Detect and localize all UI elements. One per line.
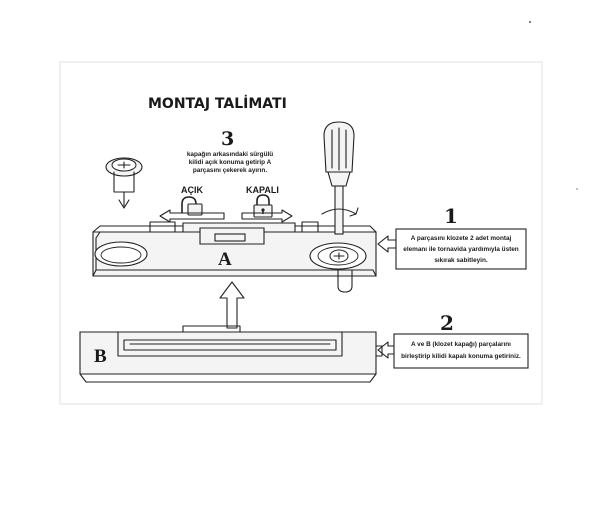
step-1-box — [395, 228, 527, 270]
step-1-line-3: sıkırak sabitleyin. — [434, 257, 488, 264]
step-2-instruction: 2 A ve B (klozet kapağı) parçalarını bir… — [377, 311, 529, 369]
step-2-line-1: A ve B (klozet kapağı) parçalarını — [411, 341, 511, 348]
open-padlock-icon — [181, 196, 203, 216]
part-a-label: A — [218, 249, 232, 270]
screw-icon — [105, 157, 143, 209]
closed-padlock-icon — [253, 194, 273, 218]
step-2-line-2: birleştirip kilidi kapalı konuma getirin… — [401, 353, 521, 360]
page-title: MONTAJ TALİMATI — [148, 95, 287, 112]
step-3-line-2: kilidi açık konuma getirip A — [189, 159, 272, 166]
step-3-line-1: kapağın arkasındaki sürgülü — [187, 151, 273, 158]
mounted-screw-icon — [329, 249, 349, 263]
step-3-instruction: 3 kapağın arkasındaki sürgülü kilidi açı… — [187, 128, 273, 174]
part-b-label: B — [94, 346, 107, 367]
step-1-instruction: 1 A parçasını klozete 2 adet montaj elem… — [377, 204, 527, 270]
step-3-line-3: parçasını çekerek ayırın. — [193, 167, 267, 174]
scan-speck — [529, 21, 531, 23]
step-1-line-1: A parçasını klozete 2 adet montaj — [411, 235, 512, 242]
lock-closed-label: KAPALI — [246, 185, 279, 195]
step-1-line-2: elemanı ile tornavida yardımıyla üsten — [403, 246, 519, 253]
slide-left-arrow — [159, 209, 225, 223]
step-2-box — [393, 333, 529, 369]
part-b-plate: B — [79, 325, 383, 383]
step-3-number: 3 — [221, 128, 234, 150]
screwdriver-icon — [321, 121, 359, 235]
step-1-number: 1 — [444, 204, 458, 228]
slide-right-arrow — [241, 209, 293, 223]
step-2-number: 2 — [440, 311, 454, 335]
scan-speck — [576, 188, 578, 190]
part-a-plate: A — [92, 221, 377, 293]
assembly-up-arrow — [219, 281, 245, 329]
lock-open-label: AÇIK — [181, 185, 203, 195]
